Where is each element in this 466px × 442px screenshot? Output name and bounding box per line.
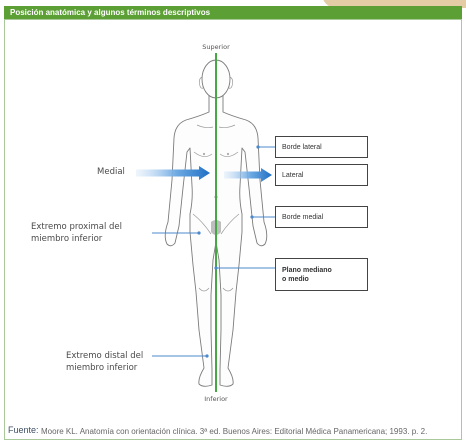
lateral-text: Lateral xyxy=(282,171,367,180)
distal-end-label: Extremo distal del miembro inferior xyxy=(66,350,143,374)
pointer-dot-proximal-end xyxy=(197,231,200,234)
proximal-end-label: Extremo proximal del miembro inferior xyxy=(31,221,122,245)
medial-label: Medial xyxy=(97,166,125,178)
pointer-dot-lateral-border xyxy=(256,145,259,148)
lateral-border-box: Borde lateral xyxy=(275,136,368,158)
distal-end-label-line-1: Extremo distal del xyxy=(66,350,143,362)
medial-border-box: Borde medial xyxy=(275,206,368,228)
source-label: Fuente: xyxy=(8,425,39,436)
lateral-border-text: Borde lateral xyxy=(282,143,367,152)
median-plane-box: Plano mediano o medio xyxy=(275,258,368,291)
proximal-end-label-line-1: Extremo proximal del xyxy=(31,221,122,233)
source-citation: Moore KL. Anatomía con orientación clíni… xyxy=(41,426,427,437)
medial-border-text: Borde medial xyxy=(282,213,367,222)
pointer-dot-medial-border xyxy=(250,215,253,218)
lateral-box: Lateral xyxy=(275,164,368,186)
inferior-label: Inferior xyxy=(186,395,246,403)
pointer-dot-median-plane xyxy=(214,266,217,269)
proximal-end-label-line-2: miembro inferior xyxy=(31,233,122,245)
distal-end-label-line-2: miembro inferior xyxy=(66,362,143,374)
superior-label: Superior xyxy=(186,43,246,51)
pointer-dot-distal-end xyxy=(205,354,208,357)
median-plane-text-line-1: Plano mediano xyxy=(282,266,367,275)
median-plane-text-line-2: o medio xyxy=(282,275,367,284)
